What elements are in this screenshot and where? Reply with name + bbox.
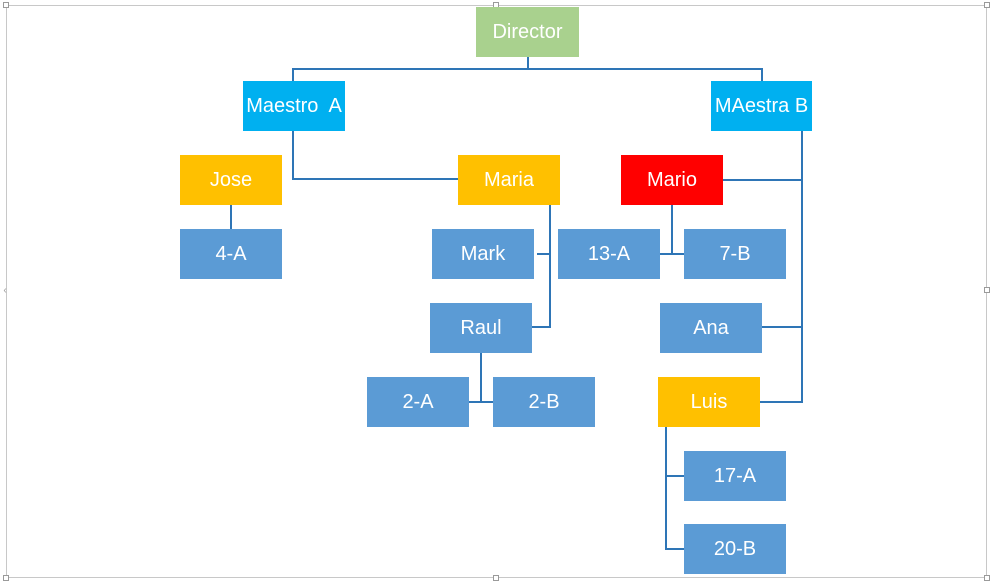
node-maestra-b[interactable]: MAestra B [711, 81, 812, 131]
node-jose[interactable]: Jose [180, 155, 282, 205]
node-maestro-a[interactable]: Maestro A [243, 81, 345, 131]
node-13a[interactable]: 13-A [558, 229, 660, 279]
node-7b[interactable]: 7-B [684, 229, 786, 279]
resize-handle-bottom-left[interactable] [3, 575, 9, 581]
node-raul[interactable]: Raul [430, 303, 532, 353]
node-4a[interactable]: 4-A [180, 229, 282, 279]
node-ana[interactable]: Ana [660, 303, 762, 353]
connector-mario-groups [660, 205, 684, 255]
resize-handle-right[interactable] [984, 287, 990, 293]
node-maria[interactable]: Maria [458, 155, 560, 205]
connector-maria-groups [532, 205, 551, 328]
node-17a[interactable]: 17-A [684, 451, 786, 501]
node-luis[interactable]: Luis [658, 377, 760, 427]
node-20b[interactable]: 20-B [684, 524, 786, 574]
node-director[interactable]: Director [476, 7, 579, 57]
resize-handle-top-left[interactable] [3, 2, 9, 8]
connector-maestra-b-students [723, 131, 803, 403]
node-mark[interactable]: Mark [432, 229, 534, 279]
resize-handle-bottom-right[interactable] [984, 575, 990, 581]
node-2a[interactable]: 2-A [367, 377, 469, 427]
connector-director-teachers [292, 57, 763, 81]
resize-handle-bottom[interactable] [493, 575, 499, 581]
connector-luis-groups [665, 427, 684, 550]
node-2b[interactable]: 2-B [493, 377, 595, 427]
connector-raul-groups [469, 353, 493, 403]
connector-maestro-a-students [292, 131, 458, 180]
resize-handle-top-right[interactable] [984, 2, 990, 8]
expand-text-pane-arrow-icon[interactable]: ‹ [3, 285, 7, 296]
node-mario[interactable]: Mario [621, 155, 723, 205]
